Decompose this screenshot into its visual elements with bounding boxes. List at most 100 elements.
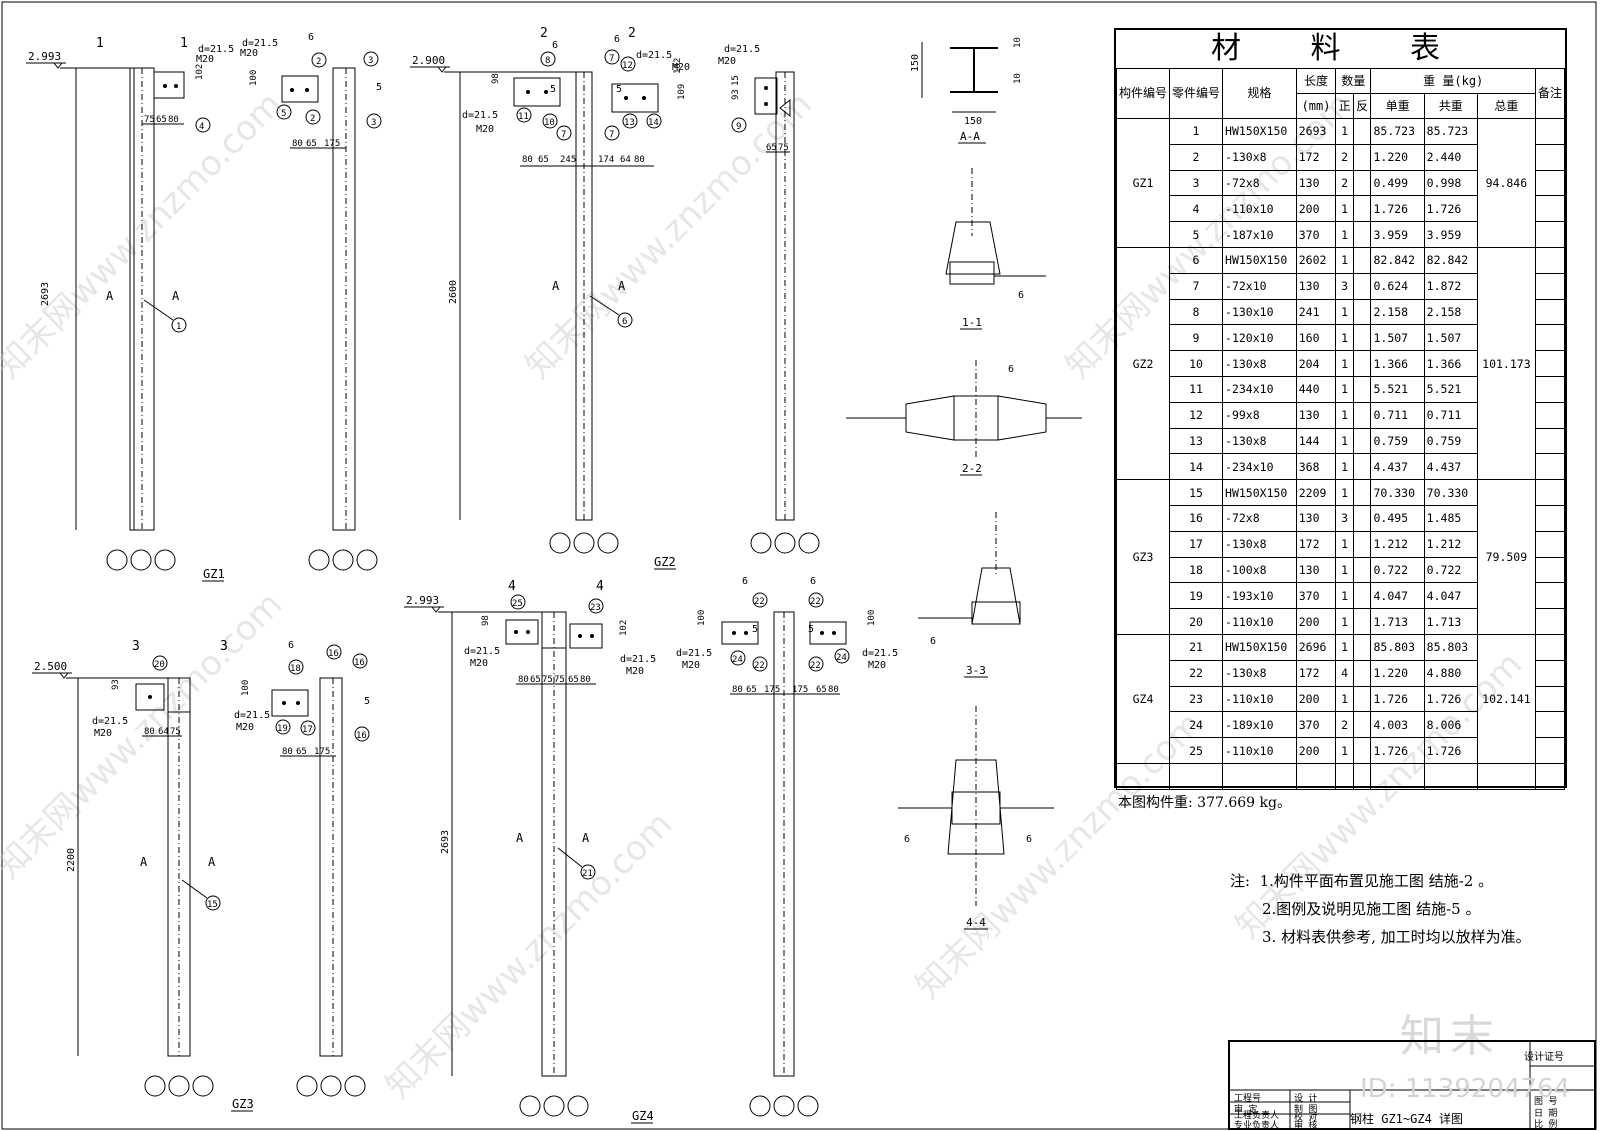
svg-text:1: 1: [176, 322, 181, 332]
section-2-2-label: 2-2: [962, 462, 982, 475]
cell-remark: [1534, 169, 1566, 197]
cell-unit-weight: 1.507: [1370, 324, 1425, 352]
svg-text:3: 3: [371, 118, 376, 128]
svg-text:8: 8: [545, 56, 550, 66]
svg-text:6: 6: [622, 317, 627, 327]
svg-text:A: A: [582, 831, 590, 845]
tb-cert-no: 设计证号: [1524, 1052, 1564, 1063]
cell-sum-weight: 4.880: [1423, 659, 1478, 687]
cell-blank: [1534, 762, 1566, 790]
cell-sum-weight: 0.711: [1423, 401, 1478, 429]
cell-qty-neg: [1352, 195, 1372, 223]
svg-text:M20: M20: [626, 666, 644, 677]
cell-qty-pos: 1: [1335, 401, 1354, 429]
svg-text:6: 6: [1008, 364, 1014, 375]
svg-text:22: 22: [810, 597, 821, 607]
cell-blank: [1423, 762, 1478, 790]
cell-spec: -72x10: [1222, 272, 1297, 300]
cell-remark: [1534, 504, 1566, 532]
cell-spec: HW150X150: [1222, 118, 1297, 145]
svg-text:2: 2: [540, 26, 548, 41]
cell-length: 2693: [1295, 118, 1337, 145]
svg-text:2: 2: [316, 57, 321, 67]
gz3-elevation: 2.500: [34, 660, 67, 673]
tb-design: 设 计: [1294, 1094, 1318, 1104]
cell-sum-weight: 4.047: [1423, 582, 1478, 610]
cell-part-no: 24: [1169, 711, 1224, 739]
svg-text:4: 4: [508, 579, 516, 594]
cell-spec: -193x10: [1222, 582, 1297, 610]
cell-qty-pos: 1: [1335, 608, 1354, 635]
cell-unit-weight: 0.495: [1370, 504, 1425, 532]
svg-text:d=21.5: d=21.5: [676, 648, 712, 659]
cell-qty-neg: [1352, 659, 1372, 687]
svg-text:6: 6: [904, 834, 910, 845]
cell-qty-pos: 1: [1335, 298, 1354, 326]
cell-unit-weight: 0.722: [1370, 556, 1425, 584]
svg-text:5: 5: [808, 624, 814, 635]
svg-text:175: 175: [324, 139, 340, 149]
svg-text:d=21.5: d=21.5: [242, 38, 278, 49]
gz1-elevation: 2.993: [28, 50, 61, 63]
cell-length: 204: [1295, 350, 1337, 377]
cell-qty-neg: [1352, 169, 1372, 197]
svg-text:M20: M20: [682, 660, 700, 671]
svg-text:80: 80: [732, 685, 743, 695]
svg-text:22: 22: [754, 597, 765, 607]
cell-member: GZ3: [1115, 479, 1171, 635]
cell-blank: [1169, 762, 1224, 790]
notes-item-1: 注: 1.构件平面布置见施工图 结施-2 。: [1230, 872, 1494, 890]
cell-length: 160: [1295, 324, 1337, 352]
cell-part-no: 25: [1169, 737, 1224, 764]
section-1-1: 6 1-1: [945, 168, 1046, 330]
cell-unit-weight: 0.624: [1370, 272, 1425, 300]
cell-remark: [1534, 427, 1566, 455]
cell-qty-neg: [1352, 504, 1372, 532]
cell-part-no: 14: [1169, 453, 1224, 481]
svg-text:M20: M20: [94, 728, 112, 739]
svg-text:75: 75: [554, 675, 565, 685]
cell-blank: [1115, 762, 1171, 790]
cell-blank: [1335, 762, 1354, 790]
cell-spec: -130x8: [1222, 143, 1297, 171]
svg-text:150: 150: [964, 116, 982, 127]
cell-part-no: 22: [1169, 659, 1224, 687]
cell-spec: -120x10: [1222, 324, 1297, 352]
cell-spec: HW150X150: [1222, 633, 1297, 661]
cell-unit-weight: 1.212: [1370, 530, 1425, 558]
cell-blank: [1295, 762, 1337, 790]
svg-text:5: 5: [364, 696, 370, 707]
cell-remark: [1534, 685, 1566, 713]
svg-text:10: 10: [544, 118, 555, 128]
watermark-5: 知末网www.znzmo.com: [378, 804, 680, 1106]
cell-remark: [1534, 530, 1566, 558]
tb-drawing-name: 钢柱 GZ1~GZ4 详图: [1350, 1112, 1464, 1126]
cell-sum-weight: 85.723: [1423, 118, 1478, 145]
tb-project-lead: 工程负责人: [1234, 1111, 1280, 1121]
svg-text:80: 80: [168, 115, 179, 125]
gz2-elevation: 2.900: [412, 54, 445, 67]
cell-sum-weight: 70.330: [1423, 479, 1478, 506]
cell-sum-weight: 8.006: [1423, 711, 1478, 739]
svg-text:80: 80: [518, 675, 529, 685]
cell-qty-pos: 1: [1335, 556, 1354, 584]
svg-text:M20: M20: [672, 62, 690, 73]
cell-qty-neg: [1352, 272, 1372, 300]
col-length-unit: (mm): [1295, 93, 1337, 119]
cell-unit-weight: 1.366: [1370, 350, 1425, 377]
svg-text:20: 20: [154, 660, 165, 670]
cell-remark: [1534, 556, 1566, 584]
cell-member: GZ4: [1115, 633, 1171, 764]
svg-text:64: 64: [158, 727, 169, 737]
notes-item-3: 3. 材料表供参考, 加工时均以放样为准。: [1262, 928, 1531, 946]
cell-unit-weight: 70.330: [1370, 479, 1425, 506]
cell-qty-pos: 1: [1335, 479, 1354, 506]
tb-discipline-lead: 专业负责人: [1234, 1121, 1280, 1131]
svg-text:M20: M20: [868, 660, 886, 671]
cell-spec: -187x10: [1222, 221, 1297, 248]
cell-sum-weight: 0.759: [1423, 427, 1478, 455]
